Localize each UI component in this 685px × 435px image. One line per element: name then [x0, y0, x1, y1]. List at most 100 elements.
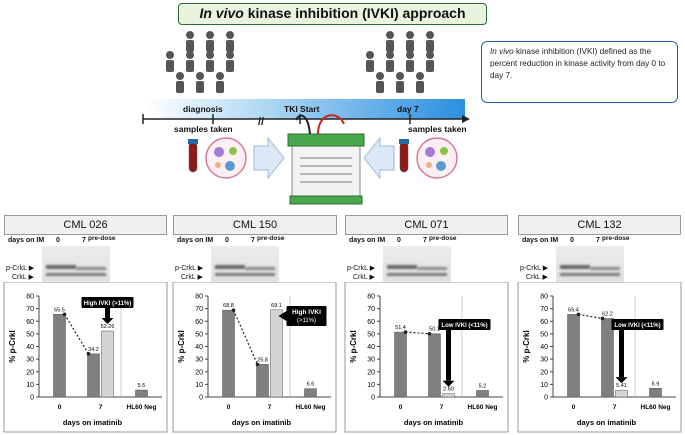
bar-value-label: 69.1 — [271, 303, 282, 309]
cells-circle-left-icon — [205, 137, 247, 179]
y-tick-label: 70 — [195, 306, 203, 313]
callout-arrow-icon — [442, 380, 455, 387]
panel-title-1: CML 026 — [4, 215, 167, 235]
definition-box: In vivo kinase inhibition (IVKI) defined… — [481, 41, 678, 103]
ivki-callout: Low IVKI (<11%) — [438, 319, 491, 387]
western-blot-image — [556, 246, 624, 286]
y-tick-label: 50 — [367, 331, 375, 338]
callout-text: Low IVKI (<11%) — [441, 323, 487, 329]
bar-value-label: 6.9 — [652, 381, 660, 387]
bar-HL60-Neg-day — [476, 390, 489, 398]
y-tick-label: 60 — [367, 319, 375, 326]
blood-tube-right-icon — [399, 139, 409, 173]
y-tick-label: 40 — [540, 344, 548, 351]
y-tick-label: 70 — [26, 306, 34, 313]
y-axis-label: % p-CrkI — [8, 330, 17, 362]
western-blot-apparatus-icon — [287, 114, 365, 205]
y-tick-label: 60 — [195, 319, 203, 326]
chart-frame — [344, 282, 509, 433]
bar-0-day — [53, 314, 66, 398]
title-italic: In vivo — [199, 5, 244, 21]
callout-text: High IVKI (>11%) — [84, 301, 132, 307]
bar-HL60-Neg-day — [649, 388, 662, 398]
predose-label: pre-dose — [429, 235, 457, 242]
y-tick-label: 60 — [26, 319, 34, 326]
arrow-right-icon — [253, 136, 285, 180]
x-tick-label: 7 — [99, 404, 103, 411]
bar-value-label: 52.26 — [101, 324, 115, 330]
bar-7-ivki — [270, 309, 283, 398]
y-tick-label: 40 — [195, 344, 203, 351]
bar-value-label: 50.1 — [429, 327, 440, 333]
x-axis-label: days on imatinib — [577, 418, 637, 427]
bar-value-label: 5.2 — [479, 383, 487, 389]
x-tick-label: 7 — [613, 404, 617, 411]
timeline-band — [145, 99, 465, 119]
panel-title-3: CML 071 — [345, 215, 508, 235]
western-blot-image — [42, 246, 110, 286]
day7-label: 7 — [251, 237, 255, 244]
bar-7-ivki — [615, 389, 628, 398]
arrow-end-icon — [231, 308, 236, 312]
crkl-label: CrkL ▶ — [526, 274, 548, 281]
pcrkl-label: p-CrkL ▶ — [347, 265, 376, 272]
y-tick-label: 30 — [540, 357, 548, 364]
pcrkl-label: p-CrkL ▶ — [175, 265, 204, 272]
day0-label: 0 — [56, 237, 60, 244]
chart-frame — [517, 282, 682, 433]
blood-tube-left-icon — [188, 139, 198, 173]
days-on-im-label: days on IM — [177, 237, 214, 244]
y-tick-label: 10 — [26, 382, 34, 389]
figure-title: In vivo kinase inhibition (IVKI) approac… — [178, 3, 487, 25]
y-tick-label: 80 — [540, 294, 548, 301]
day0-label: 0 — [570, 237, 574, 244]
callout-text: Low IVKI (<11%) — [614, 323, 660, 329]
callout-arrow-icon — [615, 377, 628, 384]
predose-label: pre-dose — [88, 235, 116, 242]
callout-text: High IVKI — [292, 309, 321, 316]
y-tick-label: 50 — [540, 331, 548, 338]
bar-value-label: 65.4 — [568, 307, 579, 313]
y-tick-label: 80 — [26, 294, 34, 301]
bar-HL60-Neg-day — [304, 388, 317, 398]
patient-group-left-icon — [166, 31, 234, 93]
definition-text: kinase inhibition (IVKI) defined as the … — [490, 47, 666, 80]
x-tick-label: 0 — [399, 404, 403, 411]
label-diagnosis: diagnosis — [183, 104, 223, 114]
cells-circle-right-icon — [416, 137, 458, 179]
day0-label: 0 — [397, 237, 401, 244]
crkl-label: CrkL ▶ — [181, 274, 203, 281]
arrow-end-icon — [427, 331, 432, 336]
day7-label: 7 — [423, 237, 427, 244]
bar-value-label: 34.2 — [88, 347, 99, 353]
x-tick-label: HL60 Neg — [127, 404, 157, 411]
y-tick-label: 40 — [367, 344, 375, 351]
y-tick-label: 20 — [367, 369, 375, 376]
y-axis-label: % p-CrkI — [177, 330, 186, 362]
bar-7-day — [428, 333, 441, 398]
callout-arrow-icon — [101, 318, 114, 325]
y-tick-label: 10 — [195, 382, 203, 389]
y-tick-label: 0 — [30, 395, 34, 402]
y-axis-label: % p-CrkI — [522, 330, 531, 362]
callout-arrow-shaft — [446, 330, 451, 381]
label-tki-start: TKI Start — [284, 104, 320, 114]
bar-value-label: 62.2 — [602, 311, 613, 317]
timeline-break-icon: // — [258, 116, 264, 128]
arrow-end-icon — [62, 312, 67, 317]
pcrkl-label: p-CrkL ▶ — [6, 265, 35, 272]
x-tick-label: HL60 Neg — [468, 404, 498, 411]
day7-label: 7 — [82, 237, 86, 244]
callout-box — [81, 297, 134, 308]
bar-charts: 0 10 20 30 40 50 60 70 80 % p-CrkI 0 7 HL60 Neg days … — [3, 282, 682, 433]
bar-value-label: 25.8 — [257, 357, 268, 363]
x-tick-label: HL60 Neg — [641, 404, 671, 411]
x-axis-label: days on imatinib — [404, 418, 464, 427]
y-tick-label: 20 — [195, 369, 203, 376]
predose-label: pre-dose — [257, 235, 285, 242]
pcrkl-label: p-CrkL ▶ — [520, 265, 549, 272]
arrow-left-icon — [363, 136, 395, 180]
bar-7-ivki — [101, 330, 114, 398]
arrow-end-icon — [255, 362, 260, 367]
callout-box — [286, 306, 327, 326]
